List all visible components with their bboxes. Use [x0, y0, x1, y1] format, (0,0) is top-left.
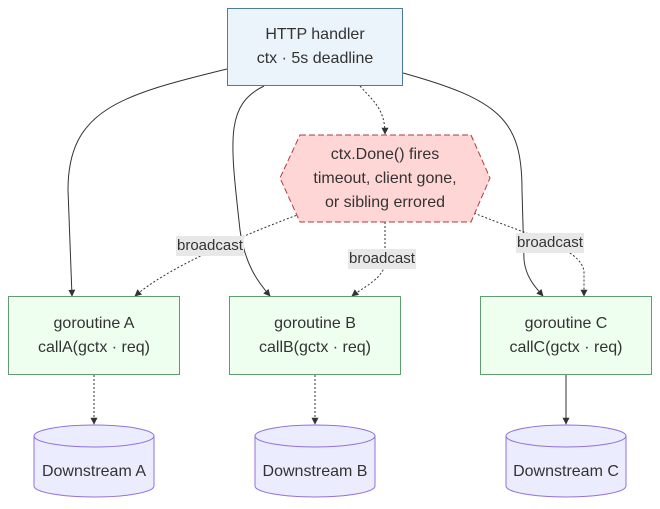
goroutine-b-node: goroutine B callB(gctx · req)	[229, 296, 401, 375]
downstream-a-cylinder	[33, 424, 155, 498]
downstream-c-cylinder	[505, 424, 627, 498]
edge-done-to-goroutine-c	[473, 212, 588, 297]
goroutine-b-call: callB(gctx · req)	[258, 338, 372, 356]
done-line-1: ctx.Done() fires	[330, 145, 440, 163]
downstream-b-cylinder	[254, 424, 376, 498]
edge-handler-to-goroutine-c	[402, 72, 544, 297]
downstream-a-label: Downstream A	[41, 463, 147, 480]
goroutine-a-node: goroutine A callA(gctx · req)	[8, 296, 180, 375]
downstream-b-label: Downstream B	[262, 463, 368, 480]
done-node: ctx.Done() fires timeout, client gone, o…	[290, 135, 480, 222]
edge-label-broadcast-c: broadcast	[516, 233, 584, 253]
http-handler-subtitle: ctx · 5s deadline	[256, 50, 374, 67]
downstream-c-label: Downstream C	[513, 463, 619, 480]
goroutine-a-title: goroutine A	[53, 314, 135, 332]
edge-handler-to-done	[359, 85, 389, 135]
edge-handler-to-goroutine-a	[67, 68, 228, 297]
goroutine-c-node: goroutine C callC(gctx · req)	[480, 296, 652, 375]
edge-label-broadcast-b: broadcast	[348, 249, 416, 269]
goroutine-b-title: goroutine B	[274, 314, 356, 332]
edge-label-broadcast-a: broadcast	[176, 236, 244, 256]
goroutine-a-call: callA(gctx · req)	[37, 338, 151, 356]
done-hexagon	[279, 134, 491, 223]
done-line-2: timeout, client gone,	[313, 169, 457, 187]
http-handler-node: HTTP handler ctx · 5s deadline	[227, 8, 403, 86]
done-line-3: or sibling errored	[324, 193, 446, 211]
http-handler-title: HTTP handler	[265, 26, 365, 43]
goroutine-c-call: callC(gctx · req)	[509, 338, 623, 356]
goroutine-c-title: goroutine C	[524, 314, 608, 332]
edge-handler-to-goroutine-b	[232, 85, 271, 297]
